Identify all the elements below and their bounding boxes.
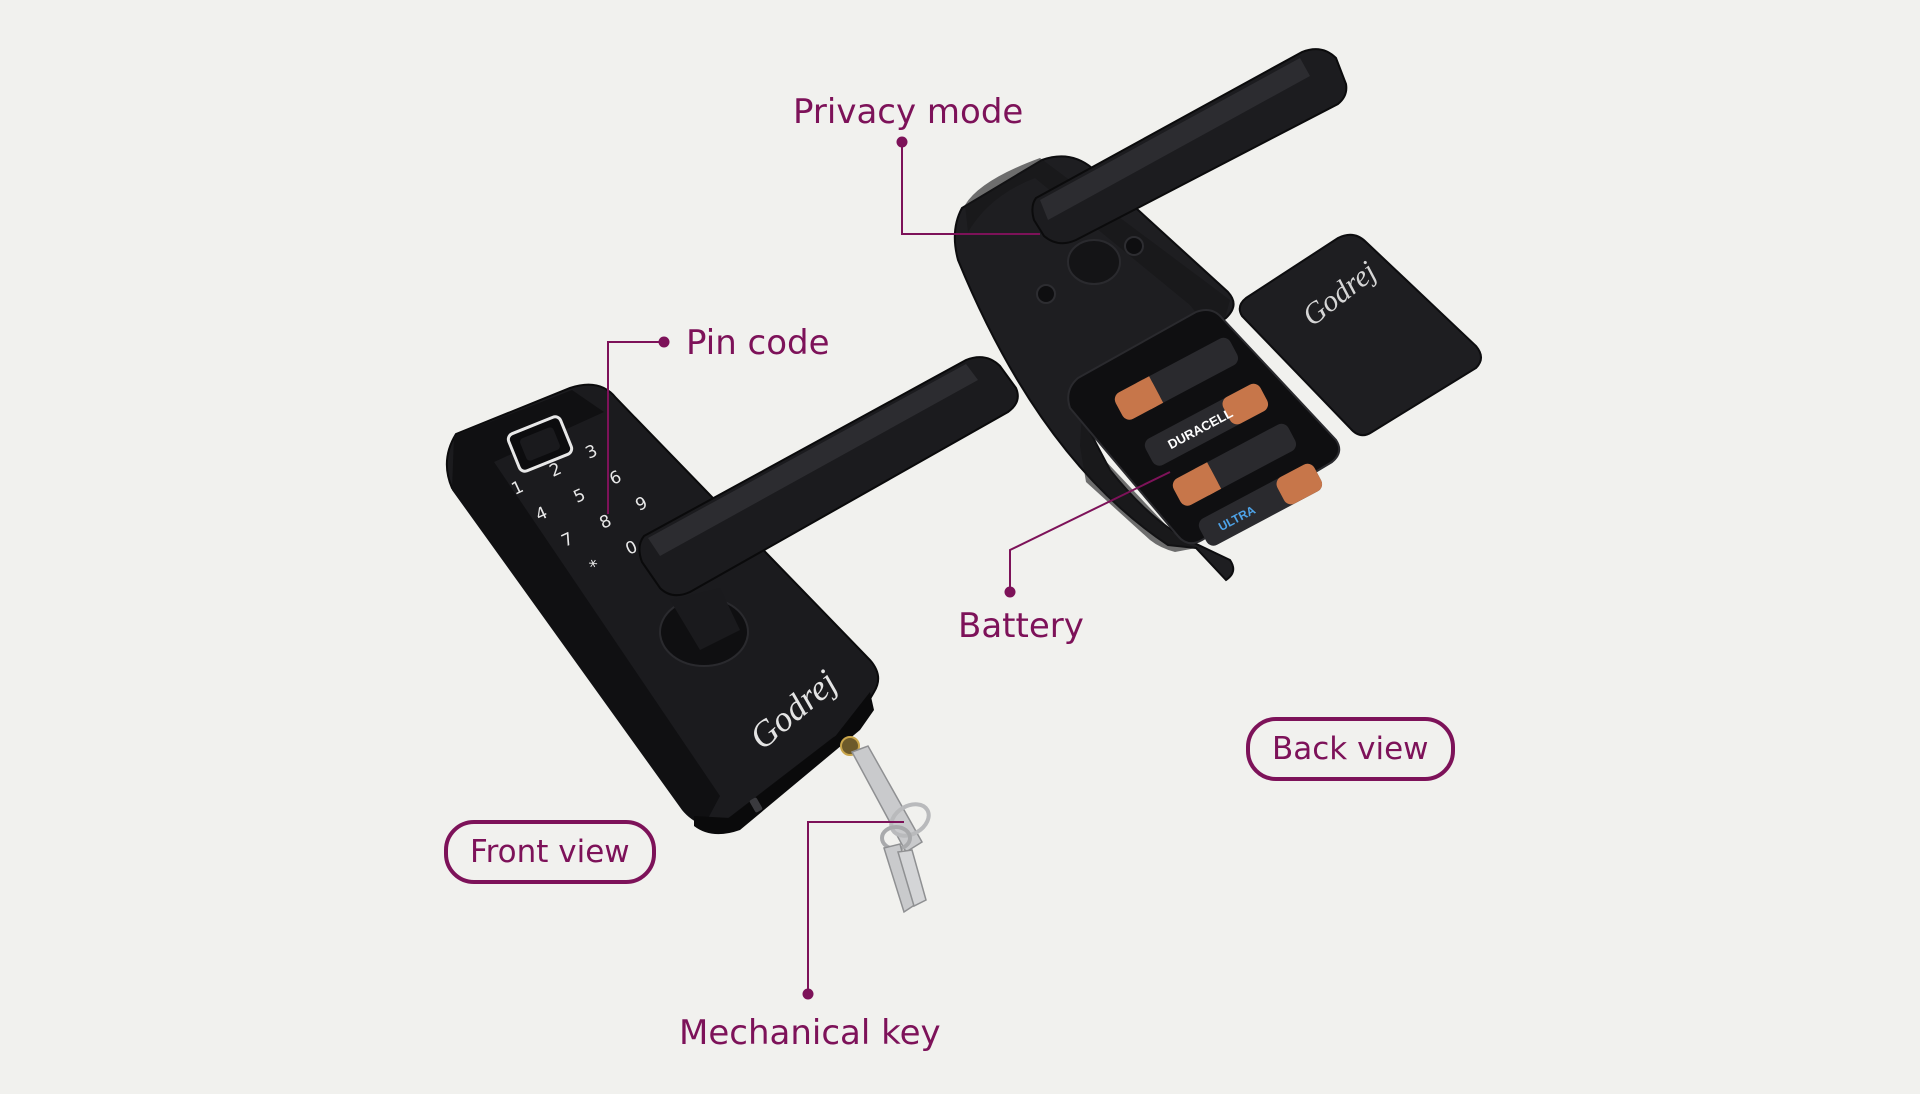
battery-cover [1238, 233, 1482, 437]
callout-dot-icon [658, 336, 670, 348]
front-handle [638, 356, 1019, 597]
screw-hole [1036, 284, 1056, 304]
pin-code-leader [607, 341, 662, 514]
callout-dot-icon [802, 988, 814, 1000]
mechanical-key [850, 745, 931, 914]
front-view-lock: 1 2 3 4 5 6 7 8 9 * 0 Godrej [445, 356, 1019, 914]
screw-hole [1124, 236, 1144, 256]
privacy-mode-leader [901, 142, 1040, 235]
callout-lines [607, 142, 1171, 994]
mechanical-key-label: Mechanical key [679, 1013, 941, 1053]
back-view-lock: DURACELL ULTRA Godrej [953, 48, 1482, 582]
usb-port [749, 797, 763, 813]
front-view-badge: Front view [444, 820, 656, 884]
pin-code-label: Pin code [686, 323, 830, 363]
fingerprint-sensor-icon [506, 415, 574, 473]
privacy-mode-label: Privacy mode [793, 92, 1024, 132]
callout-dots [658, 136, 1016, 1000]
mechanical-key-leader [807, 821, 904, 994]
battery-label: Battery [958, 606, 1084, 646]
callout-dot-icon [1004, 586, 1016, 598]
battery-leader [1009, 471, 1171, 592]
back-view-badge: Back view [1246, 717, 1455, 781]
callout-dot-icon [896, 136, 908, 148]
